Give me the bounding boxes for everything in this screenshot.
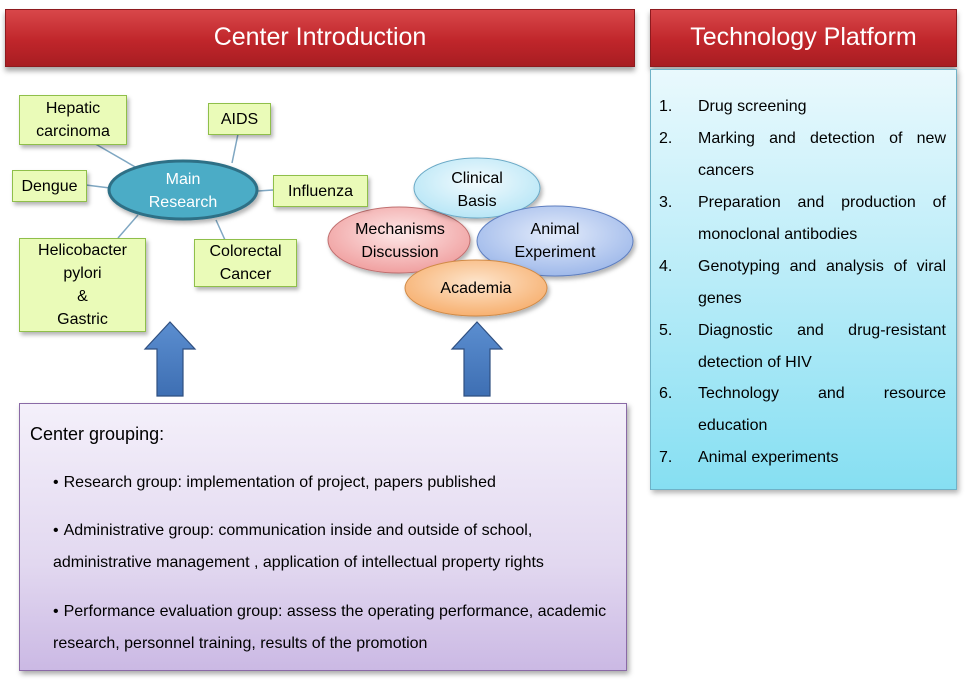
connector-dengue bbox=[85, 184, 111, 189]
platform-item-number: 4. bbox=[659, 258, 673, 275]
technology-platform-box: 1. Drug screening 2. Marking and detecti… bbox=[650, 69, 957, 490]
bullet-icon: • bbox=[53, 603, 59, 620]
clinical-basis-label: Clinical Basis bbox=[451, 170, 503, 210]
topic-dengue: Dengue bbox=[12, 170, 87, 202]
grouping-item-text: Administrative group: communication insi… bbox=[53, 522, 544, 571]
topic-hepatic-carcinoma: Hepatic carcinoma bbox=[19, 95, 127, 145]
animal-ellipse bbox=[476, 205, 634, 277]
bullet-icon: • bbox=[53, 474, 59, 491]
platform-item-text: Drug screening bbox=[698, 98, 807, 115]
center-grouping-box: Center grouping: •Research group: implem… bbox=[19, 403, 627, 671]
grouping-item-administrative: •Administrative group: communication ins… bbox=[53, 515, 612, 579]
animal-experiment-label: Animal Experiment bbox=[514, 221, 596, 261]
clinical-ellipse bbox=[413, 157, 541, 219]
mechanisms-discussion-label: Mechanisms Discussion bbox=[355, 221, 445, 261]
grouping-item-performance: •Performance evaluation group: assess th… bbox=[53, 596, 612, 660]
connector-aids bbox=[231, 133, 239, 164]
topic-influenza: Influenza bbox=[273, 175, 368, 207]
platform-item-number: 2. bbox=[659, 130, 673, 147]
platform-item-text: Technology and resource education bbox=[698, 385, 946, 434]
topic-helicobacter: Helicobacter pylori & Gastric bbox=[19, 238, 146, 332]
platform-item-number: 3. bbox=[659, 194, 673, 211]
platform-item-text: Diagnostic and drug-resistant detection … bbox=[698, 322, 946, 371]
platform-item-number: 6. bbox=[659, 385, 673, 402]
connector-colorectal bbox=[215, 219, 226, 241]
up-arrow-right bbox=[450, 321, 504, 397]
grouping-item-research: •Research group: implementation of proje… bbox=[53, 467, 612, 499]
connector-hepatic bbox=[91, 141, 138, 169]
platform-item-text: Genotyping and analysis of viral genes bbox=[698, 258, 946, 307]
topic-colorectal-cancer: Colorectal Cancer bbox=[194, 239, 297, 287]
center-grouping-title: Center grouping: bbox=[30, 424, 165, 444]
main-research-label: Main Research bbox=[148, 171, 218, 211]
platform-item-text: Animal experiments bbox=[698, 449, 839, 466]
platform-item-text: Marking and detection of new cancers bbox=[698, 130, 946, 179]
connector-helicobacter bbox=[117, 214, 139, 239]
grouping-item-text: Performance evaluation group: assess the… bbox=[53, 603, 607, 652]
grouping-item-text: Research group: implementation of projec… bbox=[63, 474, 496, 491]
connector-lines bbox=[85, 133, 274, 241]
bullet-icon: • bbox=[53, 522, 59, 539]
academia-label: Academia bbox=[440, 280, 512, 297]
platform-item-number: 1. bbox=[659, 98, 673, 115]
platform-item-number: 7. bbox=[659, 449, 673, 466]
main-research-ellipse bbox=[107, 159, 259, 221]
platform-item-text: Preparation and production of monoclonal… bbox=[698, 194, 946, 243]
mechanisms-ellipse bbox=[327, 206, 471, 274]
center-introduction-banner: Center Introduction bbox=[5, 9, 635, 67]
connector-influenza bbox=[257, 189, 274, 192]
platform-item-number: 5. bbox=[659, 322, 673, 339]
up-arrow-left bbox=[143, 321, 197, 397]
academia-ellipse bbox=[404, 259, 548, 317]
topic-aids: AIDS bbox=[208, 103, 271, 135]
technology-platform-banner: Technology Platform bbox=[650, 9, 957, 67]
